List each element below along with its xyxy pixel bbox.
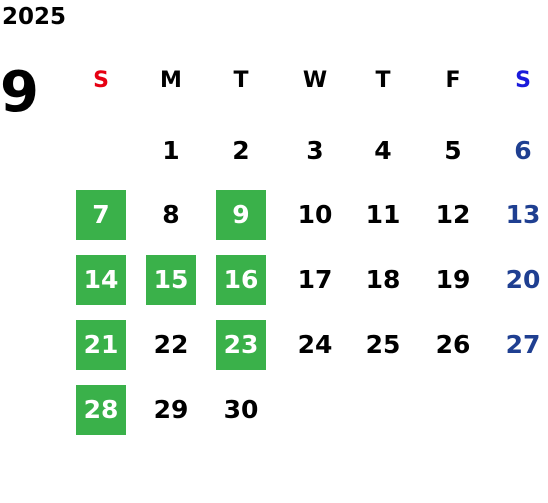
day-cell[interactable]: 17 xyxy=(297,265,333,294)
day-cell[interactable]: 4 xyxy=(374,136,392,165)
day-cell[interactable]: 6 xyxy=(514,136,532,165)
day-cell[interactable]: 2 xyxy=(232,136,250,165)
day-cell[interactable]: 15 xyxy=(146,255,196,305)
day-cell[interactable]: 30 xyxy=(223,395,259,424)
day-cell[interactable]: 19 xyxy=(435,265,471,294)
day-cell[interactable]: 5 xyxy=(444,136,462,165)
day-cell[interactable]: 25 xyxy=(365,330,401,359)
day-cell[interactable]: 10 xyxy=(297,200,333,229)
day-cell[interactable]: 28 xyxy=(76,385,126,435)
day-cell[interactable]: 9 xyxy=(216,190,266,240)
weekday-header-saturday: S xyxy=(515,68,531,93)
day-cell[interactable]: 1 xyxy=(162,136,180,165)
day-cell[interactable]: 7 xyxy=(76,190,126,240)
calendar-month: 9 xyxy=(0,60,39,125)
day-cell[interactable]: 18 xyxy=(365,265,401,294)
weekday-header-thursday: T xyxy=(375,68,391,93)
weekday-header-friday: F xyxy=(445,68,461,93)
day-cell[interactable]: 13 xyxy=(505,200,541,229)
calendar-year: 2025 xyxy=(2,4,67,30)
day-cell[interactable]: 8 xyxy=(162,200,180,229)
day-cell[interactable]: 22 xyxy=(153,330,189,359)
weekday-header-monday: M xyxy=(160,68,182,93)
day-cell[interactable]: 20 xyxy=(505,265,541,294)
day-cell[interactable]: 14 xyxy=(76,255,126,305)
day-cell[interactable]: 11 xyxy=(365,200,401,229)
day-cell[interactable]: 16 xyxy=(216,255,266,305)
day-cell[interactable]: 26 xyxy=(435,330,471,359)
day-cell[interactable]: 24 xyxy=(297,330,333,359)
day-cell[interactable]: 29 xyxy=(153,395,189,424)
day-cell[interactable]: 3 xyxy=(306,136,324,165)
day-cell[interactable]: 23 xyxy=(216,320,266,370)
day-cell[interactable]: 12 xyxy=(435,200,471,229)
weekday-header-wednesday: W xyxy=(302,68,328,93)
weekday-header-tuesday: T xyxy=(233,68,249,93)
weekday-header-sunday: S xyxy=(93,68,109,93)
day-cell[interactable]: 27 xyxy=(505,330,541,359)
day-cell[interactable]: 21 xyxy=(76,320,126,370)
